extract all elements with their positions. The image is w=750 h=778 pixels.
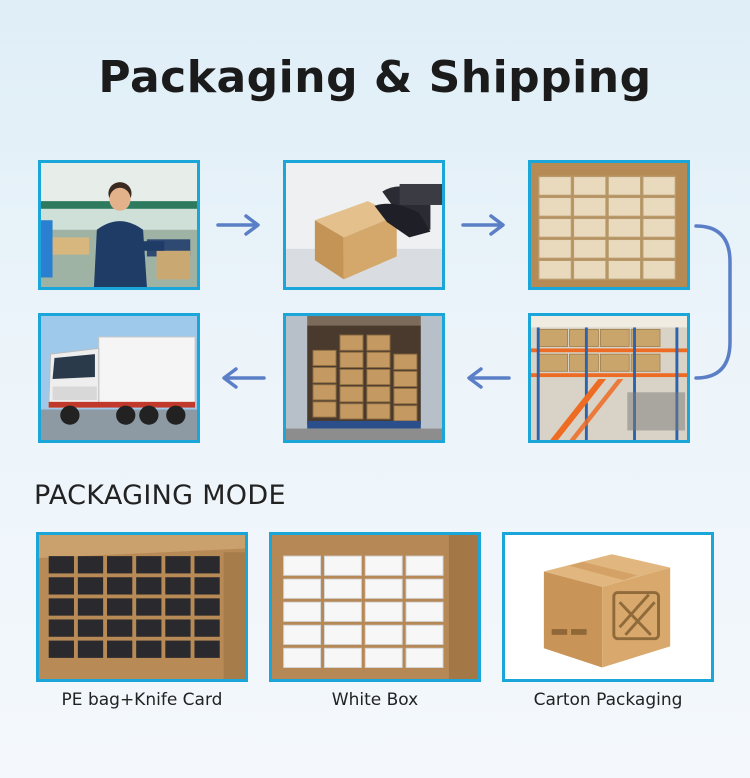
arrow-left-icon — [463, 366, 511, 390]
warehouse-racks-photo — [528, 313, 690, 443]
white-box-photo — [269, 532, 481, 682]
box-in-hands-photo — [283, 160, 445, 290]
pe-bag-knife-card-photo — [36, 532, 248, 682]
flow-connector-icon — [690, 222, 738, 382]
container-loading-photo — [283, 313, 445, 443]
delivery-truck-photo — [38, 313, 200, 443]
caption-white-box: White Box — [331, 690, 419, 710]
page-title: Packaging & Shipping — [98, 52, 652, 103]
arrow-right-icon — [216, 213, 264, 237]
caption-carton-packaging: Carton Packaging — [533, 690, 683, 710]
stacked-cartons-photo — [528, 160, 690, 290]
factory-worker-photo — [38, 160, 200, 290]
arrow-right-icon — [461, 213, 509, 237]
arrow-left-icon — [218, 366, 266, 390]
section-title: PACKAGING MODE — [34, 480, 286, 511]
caption-pe-bag: PE bag+Knife Card — [61, 690, 223, 710]
carton-box-illustration — [502, 532, 714, 682]
